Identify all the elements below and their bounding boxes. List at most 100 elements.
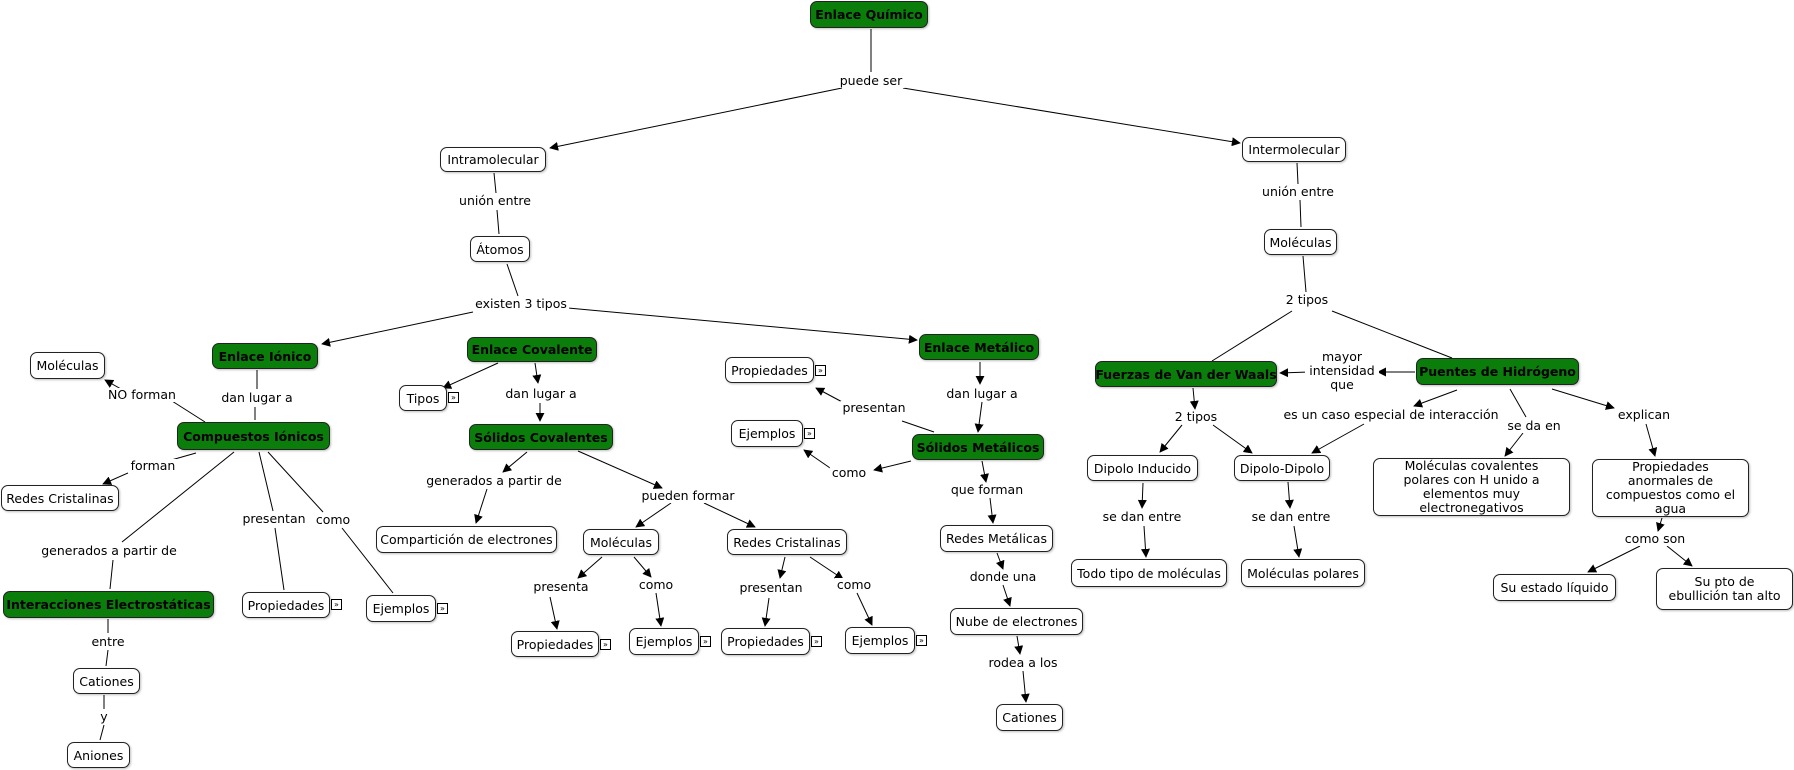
concept-propiedades-mol[interactable]: Propiedades [511,631,599,657]
node-label: Moléculas covalentes polares con H unido… [1403,458,1540,515]
concept-ejemplos-ion[interactable]: Ejemplos [366,595,436,622]
expand-icon[interactable]: » [331,599,342,610]
concept-tipos[interactable]: Tipos [399,385,447,411]
node-label: Aniones [73,747,124,763]
arrow-connector [1293,525,1303,558]
concept-redes-cristalinas-ion[interactable]: Redes Cristalinas [1,485,119,511]
node-label: Moléculas [589,534,653,550]
expand-icon[interactable]: » [804,428,815,439]
concept-todo-tipo[interactable]: Todo tipo de moléculas [1071,559,1227,587]
expand-icon[interactable]: » [448,392,459,403]
arrow-connector [987,497,997,524]
line-connector [493,172,497,194]
concept-aniones[interactable]: Aniones [67,742,130,768]
concept-enlace-covalente[interactable]: Enlace Covalente [467,337,597,362]
line-connector [109,559,114,590]
arrow-connector [980,460,989,483]
node-label: Propiedades [731,362,808,378]
arrow-connector [1311,423,1365,454]
concept-propiedades-red[interactable]: Propiedades [721,628,810,655]
arrow-connector [577,450,663,489]
concept-dipolo-inducido[interactable]: Dipolo Inducido [1087,455,1198,481]
concept-intramolecular[interactable]: Intramolecular [440,147,546,172]
concept-atomos[interactable]: Átomos [470,236,530,262]
concept-cationes-ion[interactable]: Cationes [73,668,140,694]
arrow-connector [1551,388,1615,410]
arrow-connector [1666,545,1693,567]
concept-ejemplos-mol[interactable]: Ejemplos [629,628,699,655]
arrow-connector [1504,432,1524,457]
concept-propiedades-anormales[interactable]: Propiedades anormales de compuestos como… [1592,459,1749,517]
link-2-tipos-2: 2 tipos [1172,409,1220,424]
expand-icon[interactable]: » [815,365,826,376]
node-label: Redes Metálicas [946,531,1047,546]
line-connector [1299,199,1302,228]
link-explican: explican [1615,407,1673,422]
link-puede-ser: puede ser [837,73,905,88]
concept-moleculas-inter[interactable]: Moléculas [1264,229,1337,255]
arrow-connector [442,362,499,389]
concept-interacciones[interactable]: Interacciones Electrostáticas [3,591,214,618]
expand-icon[interactable]: » [437,603,448,614]
link-union-entre-2: unión entre [1260,184,1336,199]
node-label: Ejemplos [851,633,909,648]
link-entre: entre [89,634,127,649]
arrow-connector [1279,368,1310,378]
arrow-connector [104,379,122,390]
line-connector [1211,310,1293,362]
concept-propiedades-ion[interactable]: Propiedades [242,592,330,618]
node-label: Dipolo-Dipolo [1239,460,1325,476]
arrow-connector [549,87,843,151]
link-existen-3-tipos: existen 3 tipos [473,296,569,311]
concept-solidos-covalentes[interactable]: Sólidos Covalentes [469,424,613,450]
concept-puentes-h[interactable]: Puentes de Hidrógeno [1416,358,1579,385]
concept-fuerzas-vdw[interactable]: Fuerzas de Van der Waals [1095,361,1277,387]
expand-icon[interactable]: » [916,635,927,646]
concept-moleculas-polares[interactable]: Moléculas polares [1241,559,1365,587]
concept-ejemplos-met[interactable]: Ejemplos [731,420,803,447]
line-connector [258,451,274,512]
link-es-un-caso: es un caso especial de interacción [1281,407,1501,422]
arrow-connector [549,596,560,630]
concept-comparticion[interactable]: Compartición de electrones [376,526,557,553]
node-label: Redes Cristalinas [733,534,841,550]
expand-icon[interactable]: » [811,636,822,647]
link-se-dan-entre-2: se dan entre [1249,509,1333,524]
expand-icon[interactable]: » [600,639,611,650]
concept-moleculas-ion[interactable]: Moléculas [30,352,105,379]
concept-solidos-metalicos[interactable]: Sólidos Metálicos [912,434,1044,460]
concept-propiedades-met[interactable]: Propiedades [725,357,814,383]
node-label: Fuerzas de Van der Waals [1095,366,1277,382]
line-connector [506,263,519,297]
concept-intermolecular[interactable]: Intermolecular [1242,137,1346,162]
concept-nube[interactable]: Nube de electrones [950,608,1083,635]
concept-dipolo-dipolo[interactable]: Dipolo-Dipolo [1234,455,1330,481]
node-label: Compartición de electrones [380,532,553,547]
concept-enlace-quimico[interactable]: Enlace Químico [810,1,928,28]
concept-moleculas-cov[interactable]: Moléculas [583,529,659,555]
arrow-connector [1656,517,1665,532]
link-rodea-a-los: rodea a los [986,655,1060,670]
expand-icon[interactable]: » [700,636,711,647]
concept-enlace-metalico[interactable]: Enlace Metálico [919,334,1039,360]
link-como-son: como son [1622,531,1688,546]
concept-ejemplos-red[interactable]: Ejemplos [845,627,915,654]
node-label: Puentes de Hidrógeno [1419,364,1576,379]
concept-redes-metalicas[interactable]: Redes Metálicas [940,525,1053,552]
concept-moleculas-cov-polares[interactable]: Moléculas covalentes polares con H unido… [1373,458,1570,516]
link-pueden-formar: pueden formar [639,488,737,503]
arrow-connector [703,502,756,528]
arrow-connector [1020,670,1030,703]
node-label: Enlace Iónico [218,348,312,364]
arrow-connector [856,592,873,626]
arrow-connector [474,488,488,524]
concept-cationes-met[interactable]: Cationes [996,704,1063,731]
concept-estado-liquido[interactable]: Su estado líquido [1493,574,1616,601]
concept-redes-cristalinas-cov[interactable]: Redes Cristalinas [727,529,847,555]
node-label: Intramolecular [447,152,539,167]
arrow-connector [777,556,787,579]
concept-compuestos-ionicos[interactable]: Compuestos Iónicos [177,422,330,450]
concept-pto-ebullicion[interactable]: Su pto de ebullición tan alto [1656,568,1793,610]
arrow-connector [502,451,528,473]
concept-enlace-ionico[interactable]: Enlace Iónico [212,343,318,369]
